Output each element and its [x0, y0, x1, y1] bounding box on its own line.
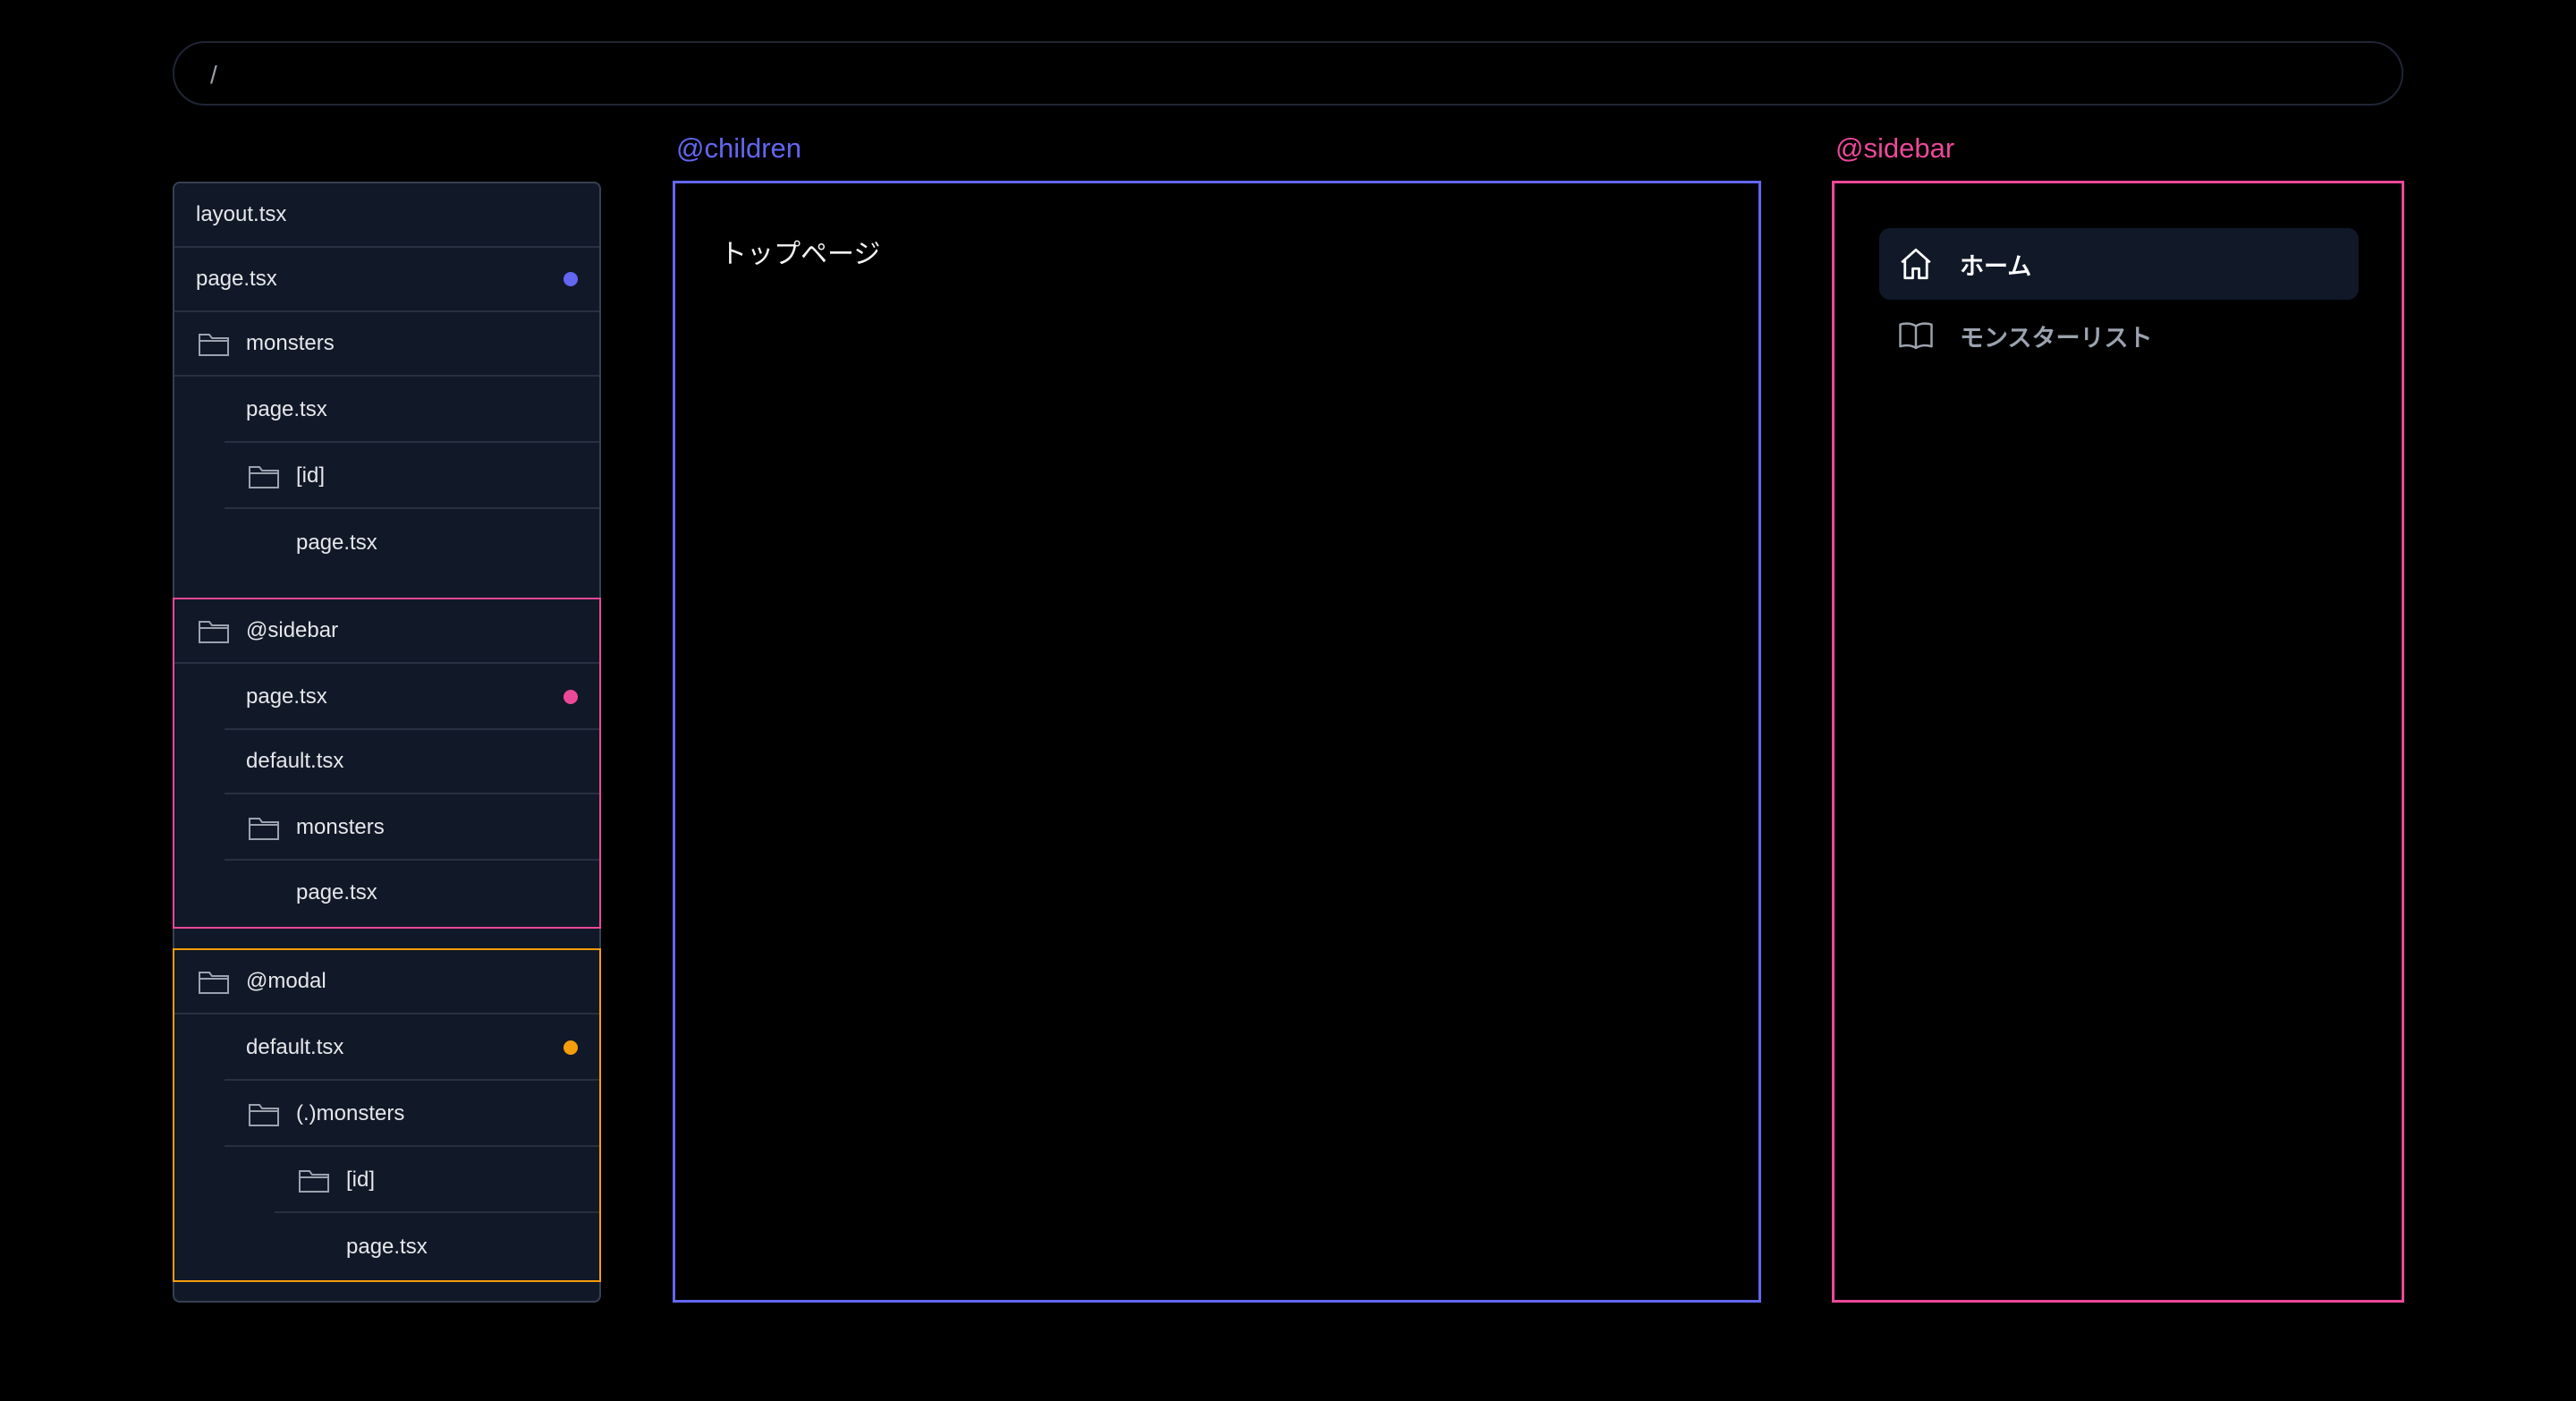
folder-icon	[199, 972, 229, 994]
tree-row-label: default.tsx	[246, 1035, 344, 1059]
tree-row-modal-default[interactable]: default.tsx	[225, 1016, 599, 1081]
tree-row-label: default.tsx	[246, 749, 344, 773]
tree-row-id-page[interactable]: page.tsx	[275, 511, 599, 575]
modal-slot-group: @modal default.tsx (.)monsters [id] page…	[173, 948, 601, 1282]
tree-row-modal-id-folder[interactable]: [id]	[275, 1149, 599, 1213]
active-indicator-dot	[564, 272, 578, 286]
tree-row-label: monsters	[246, 331, 335, 355]
active-indicator-dot	[564, 1040, 578, 1055]
tree-row-sidebar-default[interactable]: default.tsx	[225, 730, 599, 794]
tree-row-modal-folder[interactable]: @modal	[174, 950, 599, 1015]
tree-row-id-folder[interactable]: [id]	[225, 445, 599, 509]
tree-row-monsters-folder[interactable]: monsters	[174, 312, 599, 377]
tree-row-modal-monsters-folder[interactable]: (.)monsters	[225, 1083, 599, 1147]
sidebar-slot-group: @sidebar page.tsx default.tsx monsters p…	[173, 598, 601, 929]
url-bar[interactable]: /	[173, 41, 2403, 106]
tree-row-layout[interactable]: layout.tsx	[174, 183, 599, 248]
home-icon	[1901, 248, 1931, 280]
tree-row-label: [id]	[346, 1168, 376, 1192]
tree-row-label: page.tsx	[346, 1235, 428, 1259]
book-icon	[1899, 322, 1933, 350]
tree-row-sidebar-folder[interactable]: @sidebar	[174, 599, 599, 664]
children-slot-panel: トップページ	[673, 181, 1761, 1303]
nav-item-label: モンスターリスト	[1960, 324, 2153, 352]
folder-icon	[199, 621, 229, 643]
tree-row-label: [id]	[296, 463, 326, 488]
tree-row-modal-id-page[interactable]: page.tsx	[325, 1215, 599, 1279]
folder-icon	[249, 466, 279, 488]
sidebar-slot-panel: ホーム モンスターリスト	[1832, 181, 2404, 1303]
tree-row-sidebar-page[interactable]: page.tsx	[225, 666, 599, 730]
tree-row-sidebar-monsters-page[interactable]: page.tsx	[275, 861, 599, 925]
tree-row-label: (.)monsters	[296, 1101, 405, 1125]
tree-row-label: page.tsx	[196, 267, 277, 291]
folder-icon	[299, 1170, 329, 1193]
nav-item-label: ホーム	[1960, 252, 2032, 280]
folder-icon	[249, 818, 279, 840]
folder-icon	[249, 1104, 279, 1126]
nav-item-monster-list[interactable]: モンスターリスト	[1879, 300, 2359, 371]
tree-row-label: page.tsx	[246, 684, 327, 709]
sidebar-slot-label: @sidebar	[1835, 132, 1955, 164]
active-indicator-dot	[564, 690, 578, 704]
tree-row-page[interactable]: page.tsx	[174, 248, 599, 312]
folder-icon	[199, 334, 229, 356]
children-slot-label: @children	[676, 132, 802, 164]
nav-item-home[interactable]: ホーム	[1879, 228, 2359, 300]
file-tree: layout.tsx page.tsx monsters page.tsx [i…	[173, 182, 601, 1303]
tree-row-sidebar-monsters-folder[interactable]: monsters	[225, 796, 599, 861]
tree-row-label: monsters	[296, 815, 385, 839]
page-content-text: トップページ	[720, 240, 881, 269]
tree-row-label: @sidebar	[246, 618, 339, 642]
url-path: /	[210, 61, 217, 89]
tree-row-label: page.tsx	[246, 397, 327, 421]
tree-row-label: layout.tsx	[196, 202, 287, 226]
tree-row-label: @modal	[246, 969, 326, 993]
tree-row-label: page.tsx	[296, 531, 377, 555]
tree-row-monsters-page[interactable]: page.tsx	[225, 378, 599, 443]
tree-row-label: page.tsx	[296, 880, 377, 904]
